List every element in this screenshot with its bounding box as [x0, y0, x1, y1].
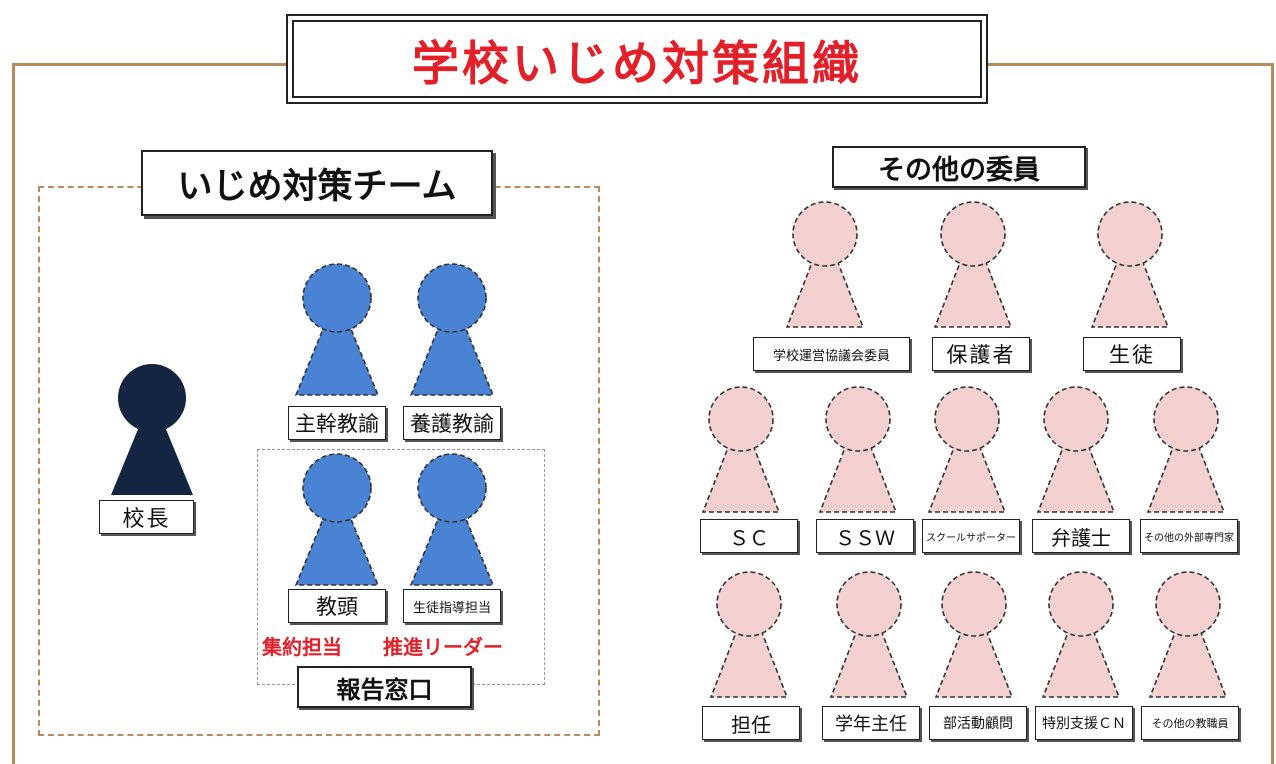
team-member-guidance-body [409, 513, 495, 586]
other-member-student-body [1090, 257, 1170, 328]
page-title: 学校いじめ対策組織 [412, 36, 862, 92]
other-member-school-supporter-body [927, 442, 1007, 513]
other-member-ssw-figure [818, 386, 898, 513]
other-member-council-label: 学校運営協議会委員 [753, 337, 910, 371]
team-member-vice-principal-figure [294, 453, 380, 586]
other-member-guardian-figure [933, 201, 1013, 328]
other-member-sc-body [701, 442, 781, 513]
other-member-grade-head-body [829, 627, 909, 698]
other-member-external-expert-label: その他の外部専門家 [1140, 519, 1238, 553]
other-member-sc-head [708, 386, 774, 452]
other-member-homeroom-body [709, 627, 789, 698]
other-member-other-staff-head [1155, 571, 1221, 637]
other-member-grade-head-label: 学年主任 [822, 706, 920, 740]
principal-head [118, 364, 186, 432]
other-member-sc-figure [701, 386, 781, 513]
team-member-nurse-figure [409, 263, 495, 396]
other-member-other-staff-label: その他の教職員 [1141, 706, 1239, 740]
other-member-other-staff-body [1148, 627, 1228, 698]
other-member-lawyer-head [1043, 386, 1109, 452]
principal-label: 校長 [99, 500, 194, 534]
other-member-guardian-label: 保護者 [932, 337, 1030, 371]
principal-figure [111, 364, 193, 495]
note-aggregation: 集約担当 [262, 635, 342, 659]
team-member-chief-label: 主幹教諭 [288, 406, 386, 440]
other-member-ssw-head [825, 386, 891, 452]
other-member-school-supporter-label: スクールサポーター [922, 519, 1020, 553]
other-member-other-staff-figure [1148, 571, 1228, 698]
team-member-guidance-head [417, 453, 487, 523]
other-member-special-support-head [1048, 571, 1114, 637]
other-member-student-head [1097, 201, 1163, 267]
other-member-special-support-body [1041, 627, 1121, 698]
team-member-nurse-head [417, 263, 487, 333]
other-member-school-supporter-head [934, 386, 1000, 452]
team-member-vice-principal-body [294, 513, 380, 586]
others-title: その他の委員 [832, 146, 1086, 188]
team-member-guidance-figure [409, 453, 495, 586]
note-leader: 推進リーダー [383, 635, 503, 659]
other-member-homeroom-label: 担任 [702, 706, 800, 740]
team-member-chief-figure [294, 263, 380, 396]
other-member-external-expert-head [1153, 386, 1219, 452]
other-member-homeroom-head [716, 571, 782, 637]
team-member-nurse-body [409, 323, 495, 396]
team-member-vice-principal-label: 教頭 [288, 589, 386, 623]
other-member-club-advisor-body [934, 627, 1014, 698]
other-member-external-expert-body [1146, 442, 1226, 513]
team-member-chief-body [294, 323, 380, 396]
other-member-club-advisor-label: 部活動顧問 [929, 706, 1027, 740]
team-member-vice-principal-head [302, 453, 372, 523]
other-member-guardian-body [933, 257, 1013, 328]
other-member-lawyer-figure [1036, 386, 1116, 513]
other-member-club-advisor-figure [934, 571, 1014, 698]
team-title: いじめ対策チーム [141, 150, 493, 216]
other-member-grade-head-head [836, 571, 902, 637]
other-member-sc-label: ＳＣ [700, 519, 798, 553]
other-member-student-figure [1090, 201, 1170, 328]
other-member-club-advisor-head [941, 571, 1007, 637]
other-member-guardian-head [940, 201, 1006, 267]
team-member-chief-head [302, 263, 372, 333]
other-member-lawyer-label: 弁護士 [1032, 519, 1130, 553]
other-member-special-support-figure [1041, 571, 1121, 698]
other-member-ssw-body [818, 442, 898, 513]
other-member-student-label: 生徒 [1083, 337, 1181, 371]
team-member-nurse-label: 養護教諭 [403, 406, 501, 440]
other-member-council-figure [785, 201, 865, 328]
other-member-ssw-label: ＳＳＷ [816, 519, 914, 553]
title-box: 学校いじめ対策組織 [286, 14, 988, 104]
other-member-homeroom-figure [709, 571, 789, 698]
report-window-label: 報告窓口 [297, 666, 472, 708]
team-member-guidance-label: 生徒指導担当 [403, 589, 501, 623]
other-member-grade-head-figure [829, 571, 909, 698]
other-member-special-support-label: 特別支援ＣＮ [1035, 706, 1133, 740]
other-member-school-supporter-figure [927, 386, 1007, 513]
principal-body [111, 424, 193, 495]
other-member-council-head [792, 201, 858, 267]
other-member-lawyer-body [1036, 442, 1116, 513]
other-member-council-body [785, 257, 865, 328]
other-member-external-expert-figure [1146, 386, 1226, 513]
